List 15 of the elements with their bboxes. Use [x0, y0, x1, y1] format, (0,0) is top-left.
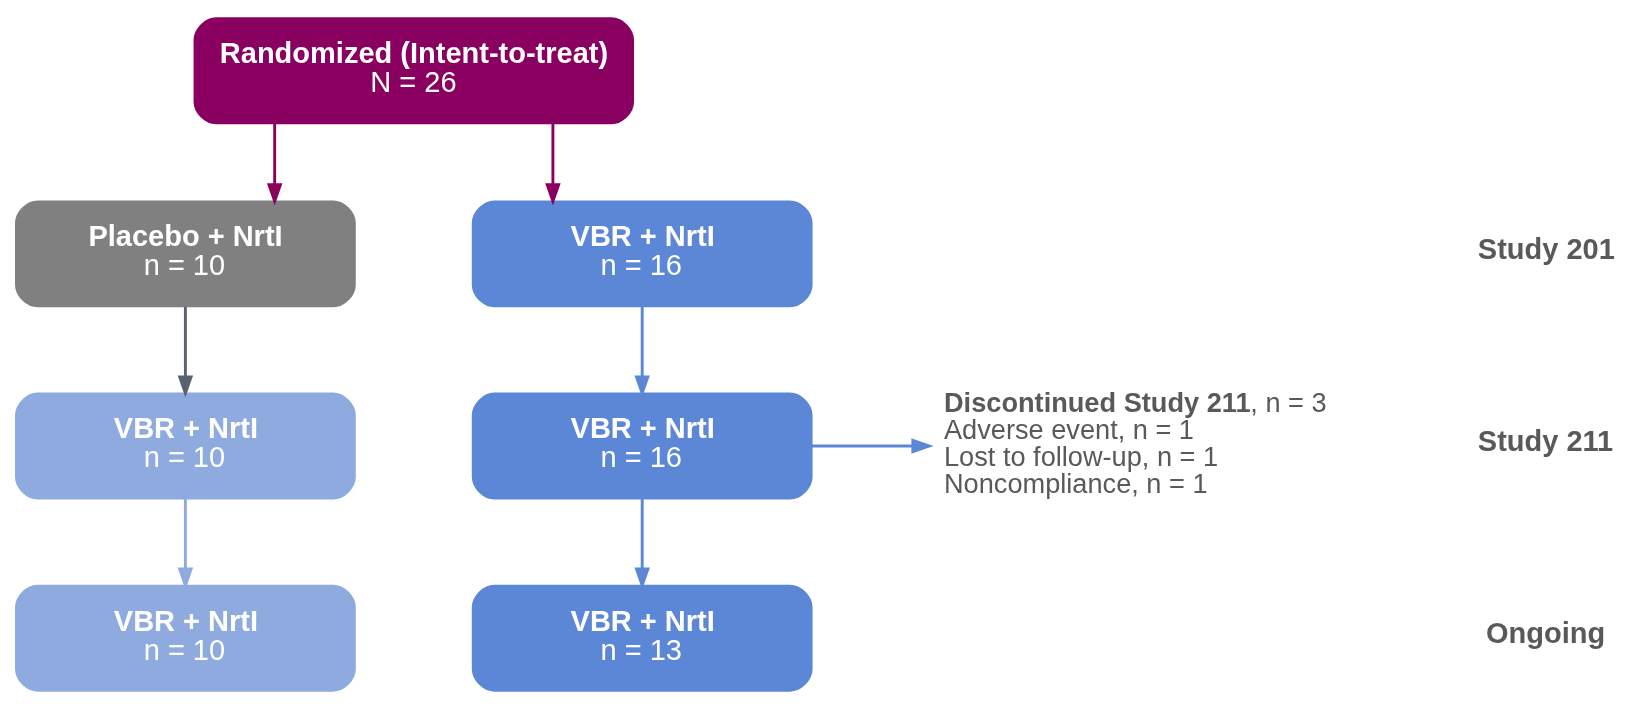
- node-box: VBR + NrtI n = 16: [471, 200, 813, 308]
- label: Study 201: [1477, 232, 1615, 265]
- node-box: VBR + NrtI n = 10: [15, 392, 356, 500]
- node-box: VBR + NrtI n = 16: [471, 392, 813, 500]
- node-box: VBR + NrtI n = 10: [15, 584, 356, 692]
- arrow: [545, 123, 561, 206]
- node-box: Placebo + NrtI n = 10: [15, 200, 356, 308]
- arrow: [266, 123, 283, 206]
- label: Study 211: [1477, 425, 1614, 458]
- node-box: VBR + NrtI n = 13: [471, 584, 813, 692]
- node-text: Discontinued Study 211, n = 3 Adverse event, n = 1 Lost to follow-up, n = 1 Noncompliance, n = 1: [944, 386, 1327, 500]
- node-box: Randomized (Intent-to-treat) N = 26: [193, 17, 635, 125]
- arrow: [811, 438, 934, 454]
- label: Ongoing: [1485, 617, 1606, 650]
- arrow: [177, 306, 194, 398]
